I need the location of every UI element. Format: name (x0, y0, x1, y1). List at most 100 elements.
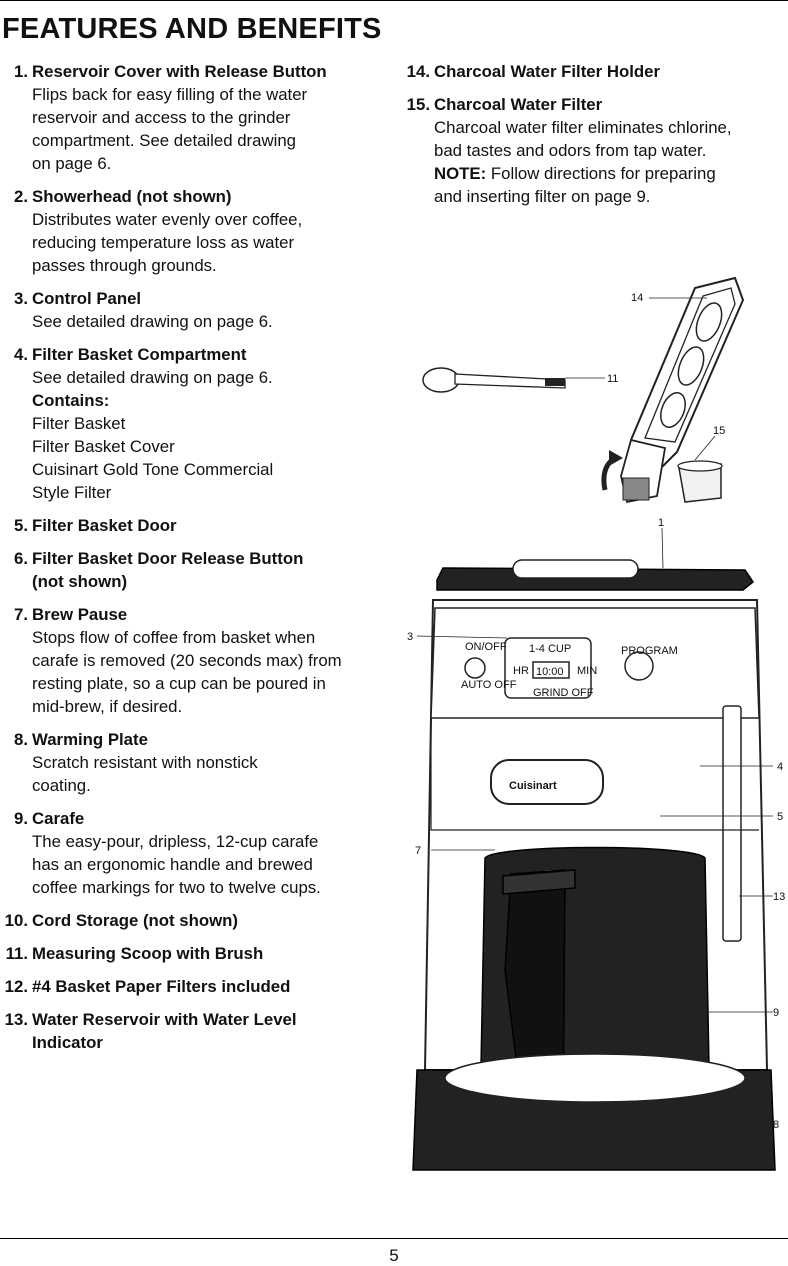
item-title: Carafe (32, 809, 85, 828)
feature-item-3: 3. Control Panel See detailed drawing on… (0, 287, 390, 333)
item-text: coffee markings for two to twelve cups. (32, 878, 321, 897)
item-title: Charcoal Water Filter Holder (434, 62, 660, 81)
item-number: 5. (14, 516, 28, 535)
item-number: 1. (14, 62, 28, 81)
feature-item-9: 9. Carafe The easy-pour, dripless, 12-cu… (0, 807, 390, 899)
item-title: Warming Plate (32, 730, 148, 749)
item-number: 14. (406, 62, 430, 81)
auto-off-label: AUTO OFF (461, 679, 517, 691)
item-number: 13. (4, 1010, 28, 1029)
bottom-rule (0, 1238, 788, 1239)
item-text: reservoir and access to the grinder (32, 108, 291, 127)
callout-lines (416, 297, 773, 1125)
item-text: compartment. See detailed drawing (32, 131, 296, 150)
item-text: Charcoal water filter eliminates chlorin… (434, 118, 732, 137)
contains-item: Cuisinart Gold Tone Commercial (32, 460, 274, 479)
callout-7: 7 (415, 845, 421, 857)
on-off-label: ON/OFF (465, 641, 507, 653)
page-number: 5 (389, 1246, 399, 1265)
item-number: 10. (4, 911, 28, 930)
callout-1: 1 (658, 517, 664, 529)
item-text: reducing temperature loss as water (32, 233, 295, 252)
callout-15: 15 (713, 425, 725, 437)
note-label: NOTE: (434, 164, 487, 183)
item-number: 6. (14, 549, 28, 568)
callout-4: 4 (777, 761, 783, 773)
item-text: mid-brew, if desired. (32, 697, 183, 716)
item-title: Control Panel (32, 289, 142, 308)
item-text: on page 6. (32, 154, 112, 173)
feature-item-15: 15. Charcoal Water Filter Charcoal water… (402, 93, 787, 208)
callout-3: 3 (407, 631, 413, 643)
measuring-scoop-image (422, 367, 566, 393)
feature-item-5: 5. Filter Basket Door (0, 514, 390, 537)
item-text: has an ergonomic handle and brewed (32, 855, 313, 874)
item-number: 15. (406, 95, 430, 114)
callout-13: 13 (773, 891, 785, 903)
item-number: 7. (14, 605, 28, 624)
item-text: Scratch resistant with nonstick (32, 753, 258, 772)
feature-item-8: 8. Warming Plate Scratch resistant with … (0, 728, 390, 797)
feature-item-11: 11. Measuring Scoop with Brush (0, 942, 390, 965)
contains-item: Style Filter (32, 483, 112, 502)
callout-14: 14 (631, 292, 643, 304)
item-number: 3. (14, 289, 28, 308)
item-number: 2. (14, 187, 28, 206)
coffee-maker-illustration: ON/OFF AUTO OFF 1-4 CUP HR MIN 10:00 GRI… (407, 276, 785, 1171)
charcoal-filter-image (677, 460, 723, 503)
item-note-cont: and inserting filter on page 9. (434, 187, 651, 206)
item-title: Filter Basket Door Release Button (32, 549, 304, 568)
item-text: passes through grounds. (32, 256, 217, 275)
item-text: resting plate, so a cup can be poured in (32, 674, 326, 693)
cups-label: 1-4 CUP (529, 643, 571, 655)
item-number: 11. (5, 944, 28, 963)
features-list-right: 14. Charcoal Water Filter Holder 15. Cha… (402, 60, 787, 218)
item-title: Water Reservoir with Water Level (32, 1010, 297, 1029)
item-title: Reservoir Cover with Release Button (32, 62, 327, 81)
item-title: Showerhead (not shown) (32, 187, 232, 206)
grind-off-label: GRIND OFF (533, 687, 594, 699)
item-text: Flips back for easy filling of the water (32, 85, 308, 104)
note-text: Follow directions for preparing (486, 164, 716, 183)
charcoal-filter-holder-image (601, 276, 745, 504)
contains-item: Filter Basket (32, 414, 126, 433)
item-text: See detailed drawing on page 6. (32, 312, 273, 331)
callout-8: 8 (773, 1119, 779, 1131)
item-text: bad tastes and odors from tap water. (434, 141, 707, 160)
item-text: The easy-pour, dripless, 12-cup carafe (32, 832, 319, 851)
contains-label: Contains: (32, 391, 110, 410)
callout-9: 9 (773, 1007, 779, 1019)
feature-item-14: 14. Charcoal Water Filter Holder (402, 60, 787, 83)
item-text: coating. (32, 776, 91, 795)
feature-item-4: 4. Filter Basket Compartment See detaile… (0, 343, 390, 504)
item-text: See detailed drawing on page 6. (32, 368, 273, 387)
item-title: Cord Storage (not shown) (32, 911, 239, 930)
item-text: Distributes water evenly over coffee, (32, 210, 303, 229)
item-title-cont: Indicator (32, 1033, 103, 1052)
callout-5: 5 (777, 811, 783, 823)
clock-display: 10:00 (536, 666, 564, 678)
callout-11: 11 (607, 373, 618, 385)
top-rule (0, 0, 788, 1)
feature-item-1: 1. Reservoir Cover with Release Button F… (0, 60, 390, 175)
item-number: 8. (14, 730, 28, 749)
feature-item-12: 12. #4 Basket Paper Filters included (0, 975, 390, 998)
feature-item-6: 6. Filter Basket Door Release Button (no… (0, 547, 390, 593)
item-text: Stops flow of coffee from basket when (32, 628, 316, 647)
min-label: MIN (577, 665, 597, 677)
item-text: carafe is removed (20 seconds max) from (32, 651, 342, 670)
page-heading: FEATURES AND BENEFITS (2, 13, 382, 45)
cuisinart-logo: Cuisinart (509, 780, 557, 792)
coffee-maker-body (412, 559, 776, 1171)
item-title: Filter Basket Door (32, 516, 177, 535)
item-number: 4. (14, 345, 28, 364)
features-list-left: 1. Reservoir Cover with Release Button F… (0, 60, 390, 1064)
feature-item-13: 13. Water Reservoir with Water Level Ind… (0, 1008, 390, 1054)
feature-item-10: 10. Cord Storage (not shown) (0, 909, 390, 932)
item-title-cont: (not shown) (32, 572, 128, 591)
item-title: #4 Basket Paper Filters included (32, 977, 291, 996)
item-title: Brew Pause (32, 605, 128, 624)
feature-item-7: 7. Brew Pause Stops flow of coffee from … (0, 603, 390, 718)
item-title: Measuring Scoop with Brush (32, 944, 264, 963)
contains-item: Filter Basket Cover (32, 437, 175, 456)
